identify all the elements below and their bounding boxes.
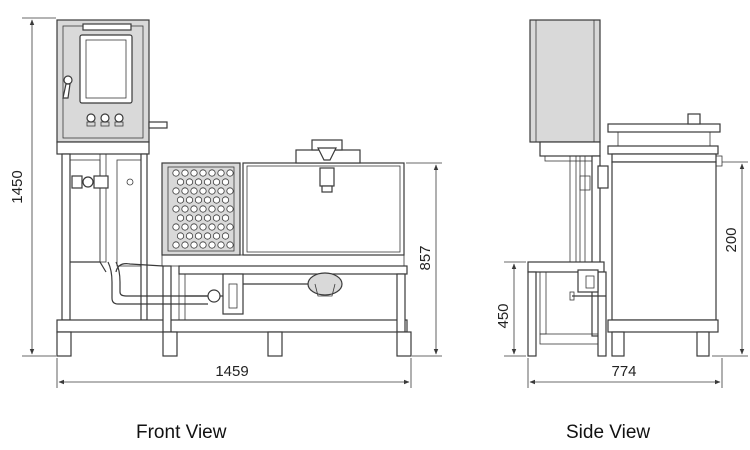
perforation-hole [176, 214, 185, 222]
side-width-label: 774 [611, 363, 636, 380]
perforation-hole [181, 169, 189, 177]
perforation-hole [203, 196, 212, 204]
perforation-hole [199, 187, 207, 195]
perforation-hole [194, 196, 203, 204]
support-frame [56, 141, 150, 321]
base-height-label: 450 [495, 303, 512, 328]
base-height-dimension: 450 [495, 261, 526, 357]
perforation-hole [226, 187, 234, 195]
front-view: 1450 1459 857 [9, 17, 442, 388]
perforation-hole [172, 241, 180, 249]
perforation-hole [190, 241, 198, 249]
tank-height-label: 857 [417, 245, 434, 270]
perforation-hole [181, 241, 189, 249]
side-height-label: 200 [723, 227, 740, 252]
perforation-hole [226, 205, 234, 213]
perforated-panel [161, 162, 241, 256]
tank-height-dimension: 857 [406, 162, 442, 357]
perforation-hole [226, 169, 234, 177]
perforation-hole [172, 223, 180, 231]
side-height-dimension: 200 [712, 161, 748, 357]
side-view: 200 450 774 [495, 19, 748, 388]
perforation-hole [217, 169, 225, 177]
perforation-hole [185, 232, 194, 240]
perforation-hole [176, 178, 185, 186]
perforation-hole [176, 232, 185, 240]
perforation-hole [221, 178, 230, 186]
perforation-hole [185, 178, 194, 186]
perforation-hole [190, 169, 198, 177]
perforation-hole [217, 223, 225, 231]
perforation-hole [194, 214, 203, 222]
base-frame [56, 254, 412, 357]
side-view-caption: Side View [566, 422, 651, 443]
perforation-hole [221, 196, 230, 204]
perforation-hole [199, 223, 207, 231]
perforation-hole [221, 232, 230, 240]
perforation-hole [181, 205, 189, 213]
perforation-hole [217, 241, 225, 249]
tank [242, 139, 405, 256]
side-cabinet [529, 19, 601, 162]
perforation-hole [194, 232, 203, 240]
perforation-hole [203, 232, 212, 240]
perforation-hole [208, 223, 216, 231]
perforation-hole [203, 214, 212, 222]
perforation-hole [181, 223, 189, 231]
perforation-hole [212, 232, 221, 240]
perforation-hole [190, 223, 198, 231]
perforation-hole [212, 196, 221, 204]
perforation-hole [199, 205, 207, 213]
side-width-dimension: 774 [527, 358, 723, 388]
perforation-hole [221, 214, 230, 222]
perforation-hole [217, 205, 225, 213]
perforation-hole [199, 241, 207, 249]
perforation-hole [208, 205, 216, 213]
perforation-hole [212, 178, 221, 186]
perforation-hole [208, 169, 216, 177]
perforation-hole [185, 214, 194, 222]
perforation-hole [226, 223, 234, 231]
perforation-hole [199, 169, 207, 177]
perforation-hole [190, 187, 198, 195]
front-width-dimension: 1459 [56, 358, 412, 388]
perforation-hole [208, 187, 216, 195]
perforation-hole [212, 214, 221, 222]
perforation-hole [185, 196, 194, 204]
perforation-hole [172, 187, 180, 195]
control-cabinet [56, 19, 168, 143]
perforation-hole [190, 205, 198, 213]
side-tank [607, 113, 723, 357]
perforation-hole [203, 178, 212, 186]
perforation-hole [208, 241, 216, 249]
front-view-caption: Front View [136, 422, 227, 443]
perforation-hole [176, 196, 185, 204]
front-height-dimension: 1450 [9, 17, 56, 357]
front-width-label: 1459 [215, 363, 248, 380]
perforation-hole [194, 178, 203, 186]
perforation-hole [226, 241, 234, 249]
front-height-label: 1450 [9, 170, 26, 203]
perforation-hole [217, 187, 225, 195]
perforation-hole [181, 187, 189, 195]
side-base-stand [527, 261, 607, 357]
perforation-hole [172, 205, 180, 213]
perforation-hole [172, 169, 180, 177]
